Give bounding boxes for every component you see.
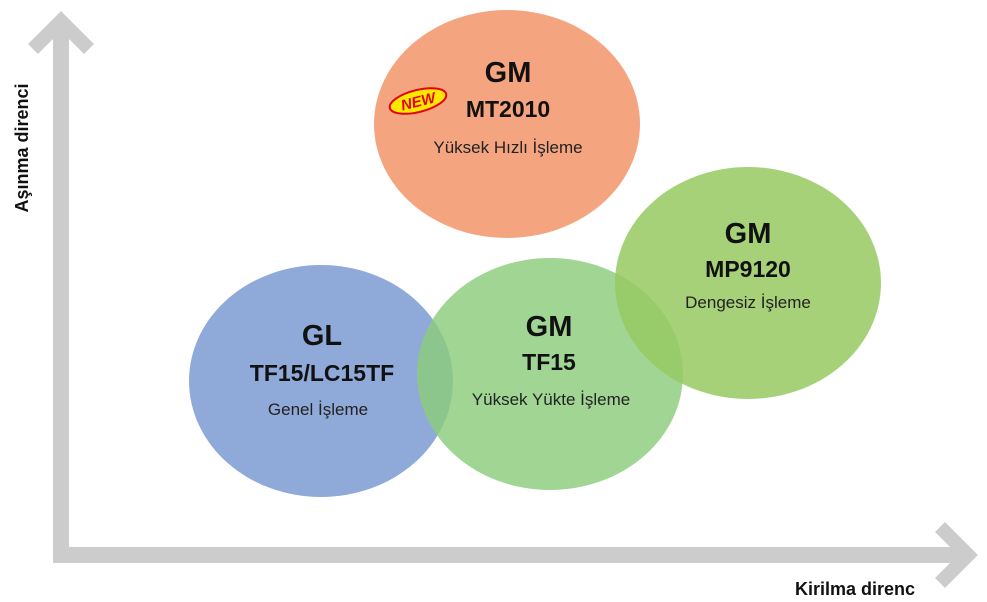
bubble-mp9120-head: GM	[725, 218, 772, 250]
new-badge-shape	[388, 87, 448, 115]
bubble-mp9120-circle	[615, 167, 881, 399]
axes	[28, 11, 978, 588]
bubble-mp9120	[615, 167, 881, 399]
bubble-mt2010-desc: Yüksek Hızlı İşleme	[433, 138, 582, 157]
bubble-tf15-circle	[417, 258, 683, 490]
bubble-mt2010-head: GM	[485, 57, 532, 89]
y-axis-arrowhead	[28, 11, 94, 54]
bubble-tf15-lc15tf-desc: Genel İşleme	[268, 400, 368, 419]
bubble-tf15-lc15tf-circle	[189, 265, 453, 497]
bubble-mp9120-grade: MP9120	[705, 256, 791, 282]
bubble-mt2010: GM MT2010 Yüksek Hızlı İşleme NEW	[374, 10, 640, 238]
bubble-tf15	[417, 258, 683, 490]
bubble-mt2010-circle	[374, 10, 640, 238]
bubble-tf15-lc15tf-grade: TF15/LC15TF	[250, 360, 394, 386]
bubble-tf15-lc15tf	[189, 265, 453, 497]
bubble-tf15-head: GM	[526, 311, 573, 343]
bubble-tf15-lc15tf-head: GL	[302, 320, 342, 352]
y-axis-label: Aşınma direnci	[12, 83, 32, 212]
x-axis-arrowhead	[935, 522, 978, 588]
bubble-mp9120-desc: Dengesiz İşleme	[685, 293, 811, 312]
bubble-tf15-grade: TF15	[522, 349, 576, 375]
x-axis-label: Kirilma direnc	[795, 579, 915, 599]
bubble-tf15-desc: Yüksek Yükte İşleme	[472, 390, 630, 409]
bubble-mt2010-grade: MT2010	[466, 96, 550, 122]
